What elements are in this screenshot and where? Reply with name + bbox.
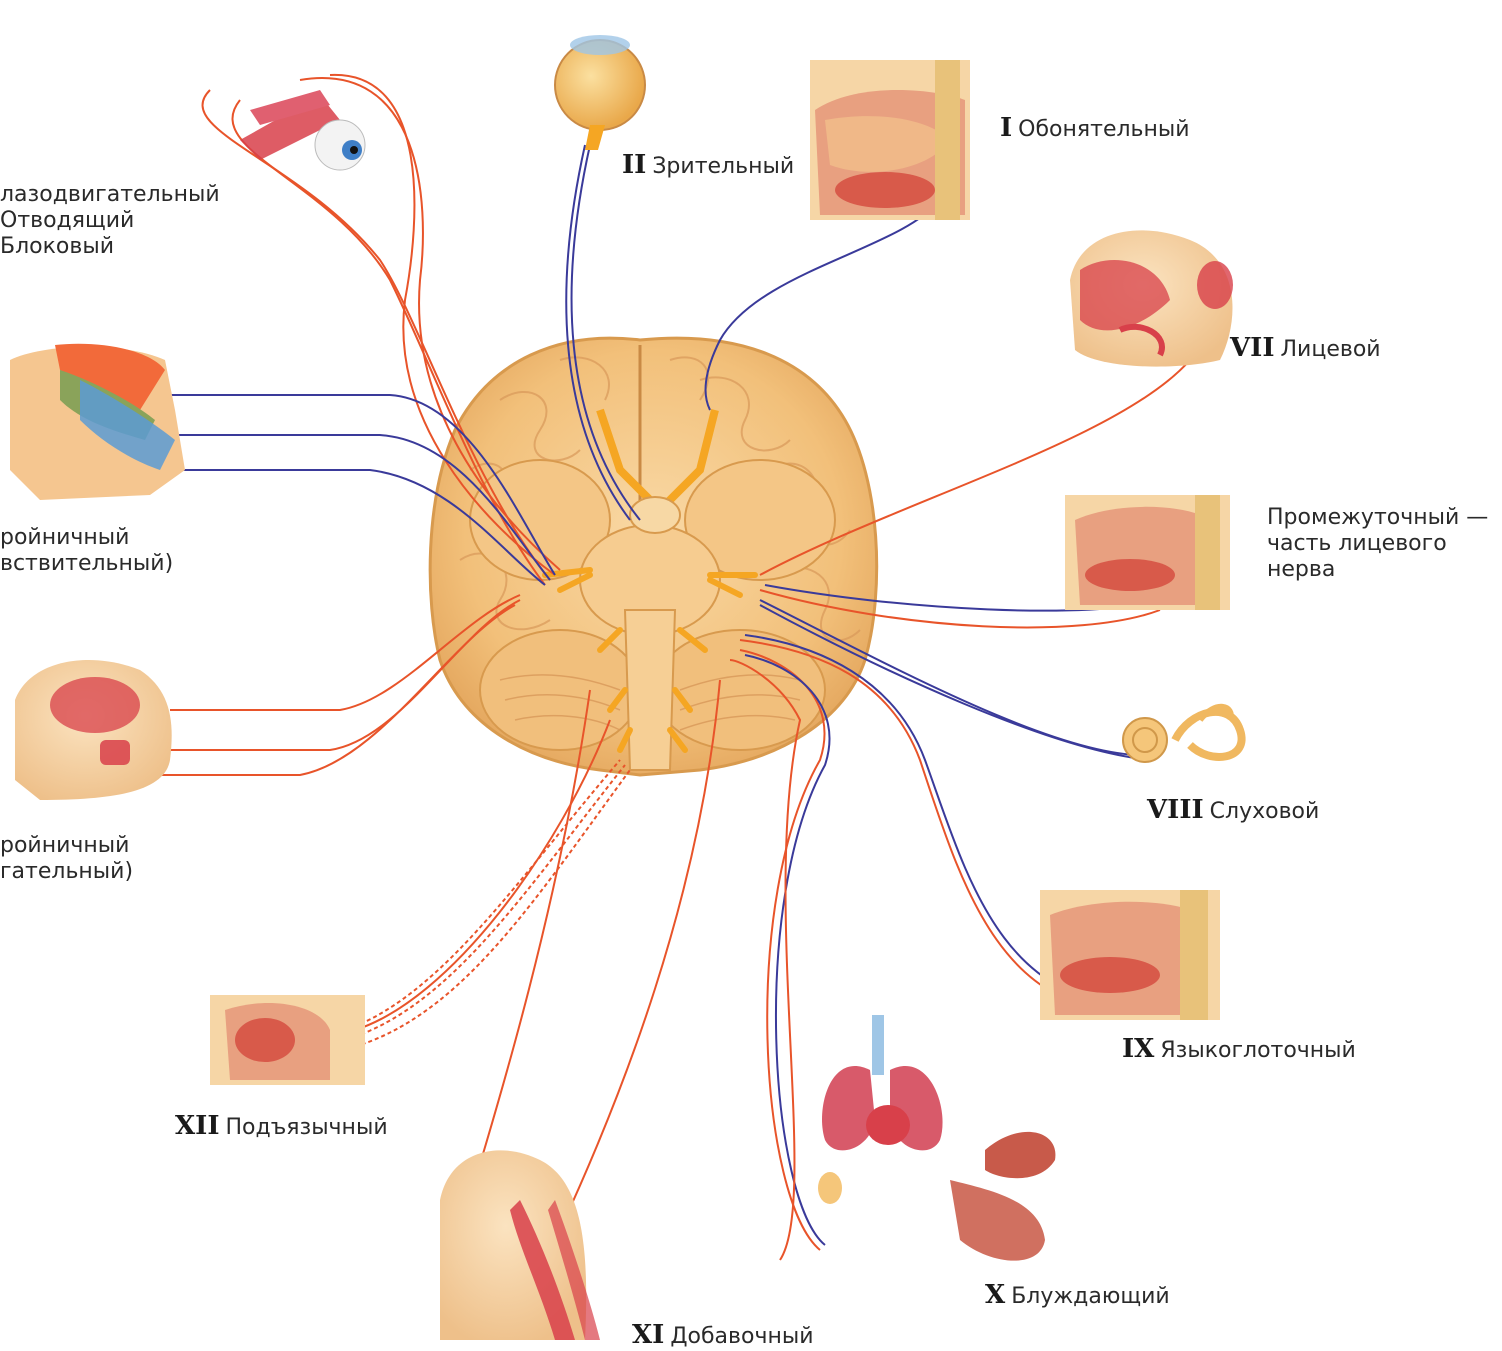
intermediate-line-2: часть лицевого (1267, 531, 1488, 557)
brain-base-illustration (430, 338, 877, 775)
name-vestibulocochlear: Слуховой (1210, 799, 1320, 824)
trigeminal-sensory-head-illustration (10, 344, 185, 500)
name-olfactory: Обонятельный (1018, 117, 1189, 142)
numeral-facial: VII (1230, 333, 1275, 363)
numeral-optic: II (622, 150, 646, 180)
numeral-hypoglossal: XII (175, 1111, 220, 1141)
name-hypoglossal: Подъязычный (226, 1115, 388, 1140)
vagus-organs-illustration (818, 1015, 1055, 1261)
name-accessory: Добавочный (670, 1324, 813, 1349)
eyeball-illustration (555, 35, 645, 150)
trigeminal-sensory-line-2: вствительный) (0, 551, 173, 577)
numeral-glossopharyngeal: IX (1122, 1034, 1154, 1064)
name-optic: Зрительный (652, 154, 794, 179)
trigeminal-motor-head-illustration (15, 660, 172, 800)
label-oculomotor: лазодвигательный (0, 182, 220, 208)
trigeminal-sensory-line-1: ройничный (0, 525, 173, 551)
numeral-vagus: X (985, 1280, 1005, 1310)
numeral-olfactory: I (1000, 113, 1012, 143)
accessory-neck-illustration (440, 1150, 600, 1340)
label-trochlear: Блоковый (0, 234, 220, 260)
intermediate-line-3: нерва (1267, 557, 1488, 583)
trigeminal-motor-line-1: ройничный (0, 833, 133, 859)
intermediate-head-section (1065, 495, 1230, 610)
glossopharyngeal-head-section (1040, 890, 1220, 1020)
eye-muscles-illustration (240, 90, 365, 170)
inner-ear-illustration (1123, 707, 1242, 762)
label-intermediate: Промежуточный — часть лицевого нерва (1267, 505, 1488, 583)
name-facial: Лицевой (1281, 337, 1381, 362)
numeral-accessory: XI (632, 1320, 664, 1350)
intermediate-line-1: Промежуточный — (1267, 505, 1488, 531)
hypoglossal-tongue-illustration (210, 995, 365, 1085)
numeral-vestibulocochlear: VIII (1147, 795, 1204, 825)
trigeminal-motor-line-2: гательный) (0, 859, 133, 885)
label-trigeminal-sensory: ройничный вствительный) (0, 525, 173, 577)
label-oculomotor-group: лазодвигательный Отводящий Блоковый (0, 182, 220, 260)
label-trigeminal-motor: ройничный гательный) (0, 833, 133, 885)
facial-head-illustration (1070, 230, 1233, 366)
label-abducens: Отводящий (0, 208, 220, 234)
name-vagus: Блуждающий (1011, 1284, 1170, 1309)
name-glossopharyngeal: Языкоглоточный (1160, 1038, 1356, 1063)
olfactory-head-section (810, 60, 970, 220)
